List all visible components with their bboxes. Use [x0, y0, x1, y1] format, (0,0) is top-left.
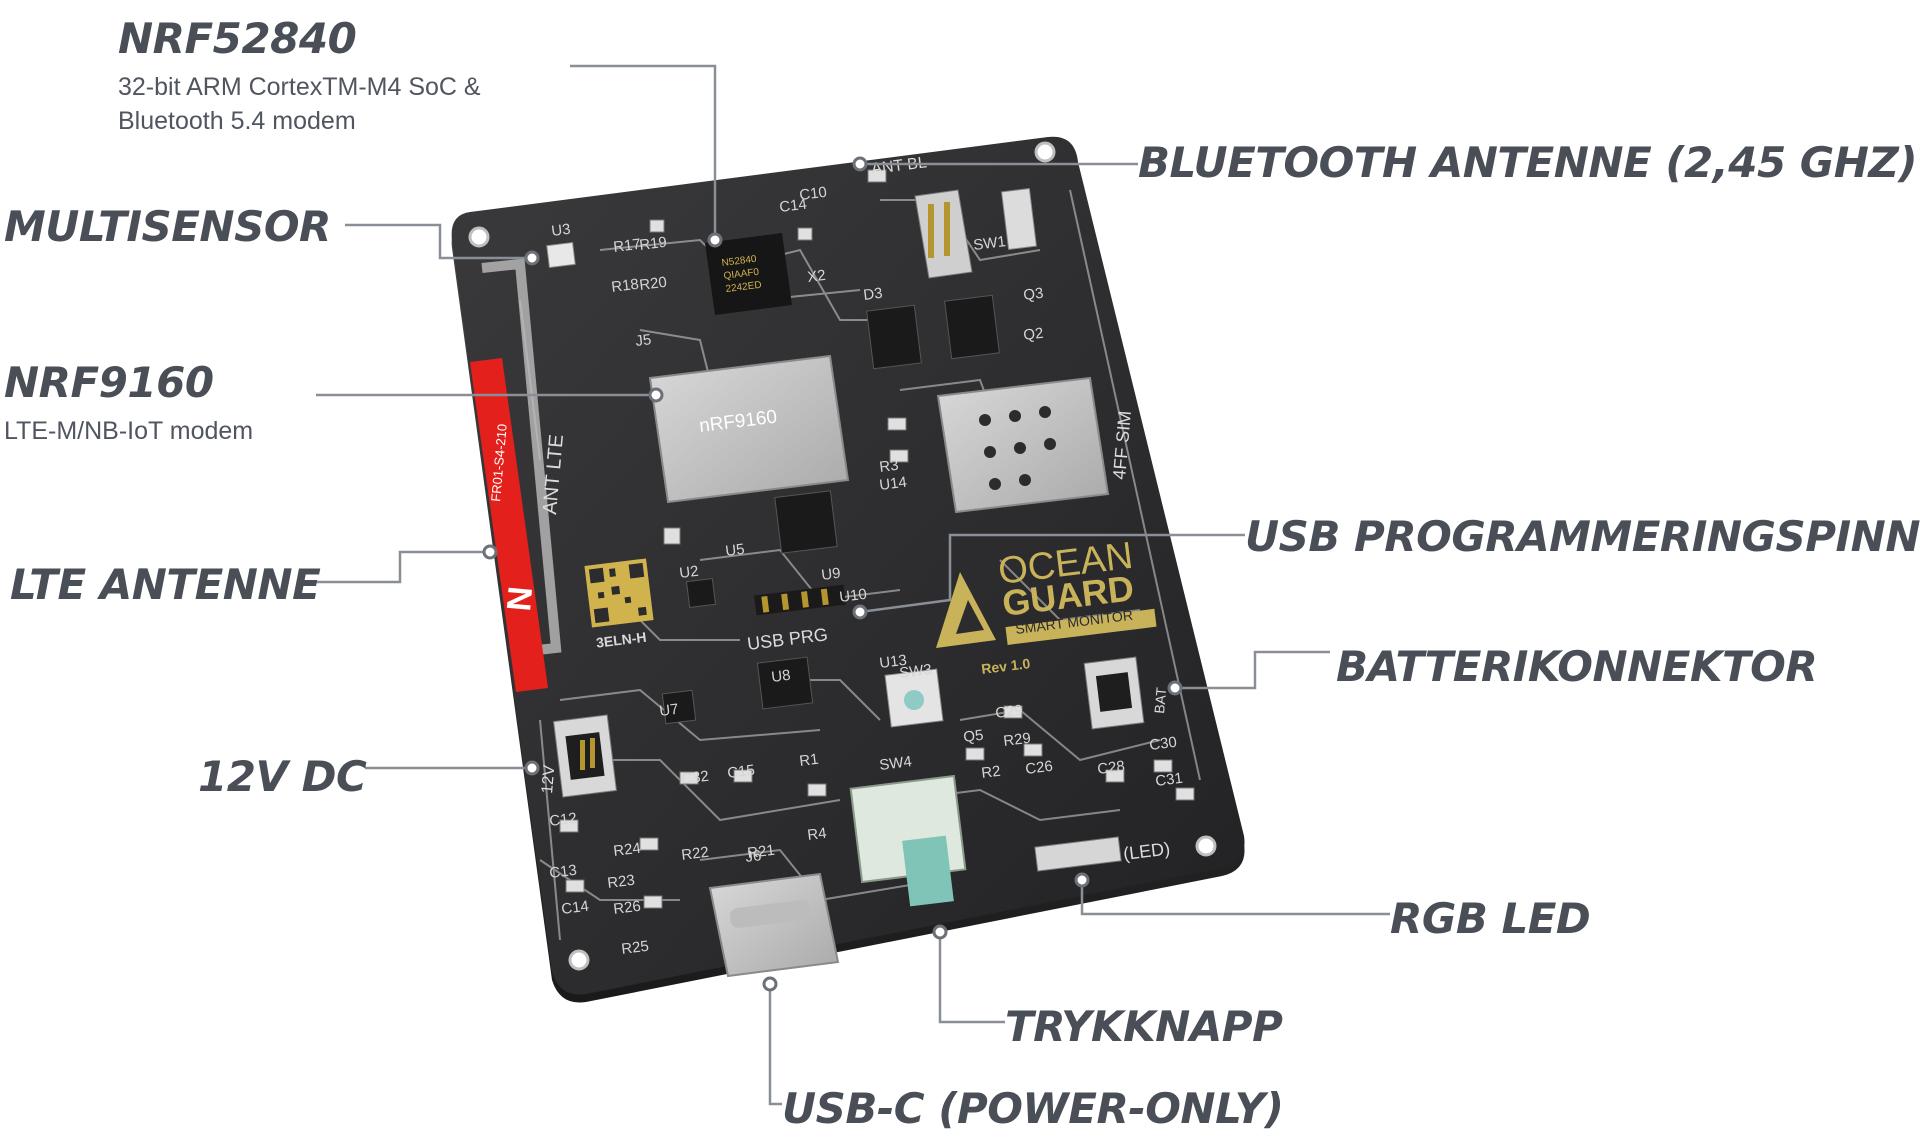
designator-x2: X2: [806, 267, 826, 286]
designator-u5: U5: [724, 541, 745, 560]
designator-c12: C12: [548, 810, 577, 830]
svg-text:2242ED: 2242ED: [725, 280, 762, 295]
designator-d3: D3: [862, 285, 883, 304]
designator-r26: R26: [612, 898, 641, 918]
svg-text:Rev 1.0: Rev 1.0: [980, 655, 1031, 677]
svg-text:QIAAF0: QIAAF0: [723, 267, 760, 282]
leader-lines: [310, 64, 1390, 1106]
designator-r4: R4: [806, 825, 827, 844]
designator-q5: Q5: [962, 727, 984, 746]
leader-dots: [482, 156, 1183, 992]
designator-r23: R23: [606, 872, 635, 892]
svg-text:N52840: N52840: [721, 254, 758, 269]
button-sw3: [884, 668, 944, 728]
designator-c31: C31: [1154, 770, 1183, 790]
lte-antenna-part: FR01-S4-210 N: [470, 358, 548, 692]
designator-c28: C28: [1096, 758, 1125, 778]
dc-connector-part: [553, 714, 617, 798]
designator-c15: C15: [726, 762, 755, 782]
callout-nrf52840-desc-2: Bluetooth 5.4 modem: [118, 107, 356, 135]
oceanguard-logo: OCEAN GUARD SMART MONITOR Rev 1.0: [936, 535, 1157, 677]
svg-text:FR01-S4-210: FR01-S4-210: [488, 423, 510, 502]
svg-text:N: N: [500, 585, 540, 613]
designator-q3: Q3: [1022, 285, 1044, 304]
batt-label: BAT: [1151, 686, 1169, 714]
callout-bluetooth-antenna: BLUETOOTH ANTENNE (2,45 GHZ): [1138, 138, 1918, 187]
designator-u3: U3: [550, 221, 571, 240]
callout-nrf9160-desc: LTE-M/NB-IoT modem: [4, 417, 254, 445]
nrf52840-chip: N52840 QIAAF0 2242ED: [705, 233, 792, 315]
battery-connector-part: [1083, 656, 1145, 730]
callout-usbc: USB-C (POWER-ONLY): [782, 1084, 1284, 1133]
nrf9160-module: nRF9160: [648, 354, 850, 504]
callout-push-button: TRYKKNAPP: [1005, 1002, 1283, 1051]
sim-socket: 4FF SIM: [936, 376, 1135, 514]
passive-components: [661, 294, 1000, 725]
designator-c13: C13: [548, 862, 577, 882]
pcb-face: [451, 136, 1245, 995]
dc-label: 12V: [539, 764, 558, 794]
designator-sw4: SW4: [878, 753, 912, 774]
push-button-sw4: [849, 774, 967, 907]
designator-r29: R29: [1002, 730, 1031, 750]
designator-c30: C30: [1148, 734, 1177, 754]
usbc-part: [708, 872, 840, 978]
designator-u9: U9: [820, 565, 841, 584]
designator-r17: R17: [612, 236, 641, 256]
callout-lte-antenna: LTE ANTENNE: [10, 560, 321, 609]
mounting-holes: [468, 141, 1217, 971]
designator-c29: C29: [994, 702, 1023, 722]
jtag-header: [914, 189, 973, 279]
designator-c14: C14: [778, 196, 807, 216]
svg-text:3ELN-H: 3ELN-H: [595, 629, 647, 651]
callout-multisensor: MULTISENSOR: [4, 202, 331, 251]
designator-labels: U3J5R17R18R19R20C14C10X2D3SW1Q3Q2U14U5U2…: [548, 184, 1183, 958]
callout-usb-programming-pins: USB PROGRAMMERINGSPINNER: [1245, 512, 1920, 561]
designator-c26: C26: [1024, 758, 1053, 778]
switch-sw1: [1001, 187, 1037, 251]
designator-c14: C14: [560, 898, 589, 918]
designator-u8: U8: [770, 667, 791, 686]
designator-r25: R25: [620, 938, 649, 958]
callout-battery-connector: BATTERIKONNEKTOR: [1336, 642, 1818, 691]
smd-parts: [559, 169, 1195, 909]
designator-u13: U13: [878, 652, 907, 672]
designator-r19: R19: [638, 234, 667, 254]
rgb-led-part: (LED): [1034, 836, 1171, 872]
designator-c32: C32: [680, 768, 709, 788]
callout-nrf9160-title: NRF9160: [4, 358, 214, 407]
designator-q2: Q2: [1022, 325, 1044, 344]
designator-r21: R21: [746, 842, 775, 862]
designator-r20: R20: [638, 274, 667, 294]
designator-r24: R24: [612, 840, 641, 860]
designator-u10: U10: [838, 586, 867, 606]
designator-sw1: SW1: [972, 233, 1006, 254]
callout-rgb-led: RGB LED: [1390, 894, 1591, 943]
callout-12v-dc: 12V DC: [198, 752, 367, 801]
multisensor-part: [546, 241, 576, 269]
designator-c10: C10: [798, 184, 827, 204]
designator-j5: J5: [634, 331, 652, 350]
designator-r2: R2: [980, 763, 1001, 782]
designator-r18: R18: [610, 276, 639, 296]
callout-nrf52840-title: NRF52840: [118, 14, 357, 63]
designator-r22: R22: [680, 844, 709, 864]
designator-u2: U2: [678, 563, 699, 582]
designator-r1: R1: [798, 751, 819, 770]
designator-u7: U7: [658, 701, 679, 720]
designator-sw3: SW3: [898, 661, 932, 682]
ant-bl-label: ANT BL: [870, 154, 927, 178]
designator-u14: U14: [878, 474, 907, 494]
qr-code: 3ELN-H: [584, 558, 654, 651]
designator-j6: J6: [744, 847, 762, 866]
designator-r3: R3: [878, 457, 899, 476]
callout-nrf52840-desc-1: 32-bit ARM CortexTM-M4 SoC &: [118, 73, 481, 101]
